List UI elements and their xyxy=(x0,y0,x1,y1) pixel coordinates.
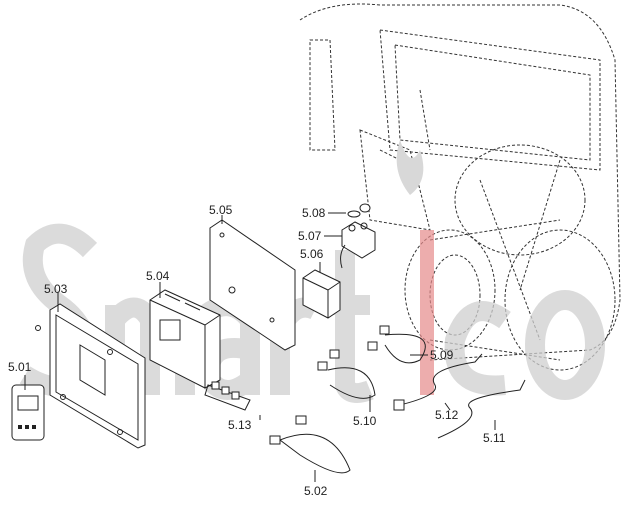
part-5-01-display xyxy=(11,384,45,441)
part-5-11-cable xyxy=(437,379,526,439)
part-5-07-ignition-unit xyxy=(340,221,376,269)
leader-lines xyxy=(24,212,496,482)
part-5-12-cable xyxy=(399,353,483,406)
watermark-letter-c xyxy=(444,301,511,396)
label-5-11: 5.11 xyxy=(483,431,506,445)
label-5-07: 5.07 xyxy=(298,229,322,243)
flame-logo-icon xyxy=(396,140,424,195)
label-5-04: 5.04 xyxy=(146,269,170,283)
label-5-10: 5.10 xyxy=(353,414,377,428)
watermark-letter-t xyxy=(325,250,374,404)
label-5-09: 5.09 xyxy=(430,348,454,362)
label-5-13: 5.13 xyxy=(228,418,252,432)
part-5-10-cable xyxy=(327,367,376,399)
watermark-letter-o xyxy=(525,290,605,400)
part-5-06-transformer xyxy=(302,269,341,319)
watermark-accent-bar xyxy=(420,230,434,395)
part-5-04-controller xyxy=(149,289,221,389)
label-5-01: 5.01 xyxy=(8,360,32,374)
cables xyxy=(269,325,526,474)
label-5-05: 5.05 xyxy=(209,203,233,217)
part-5-03-panel xyxy=(35,303,146,449)
part-5-08-washers xyxy=(347,203,371,218)
part-5-05-mounting-plate xyxy=(209,219,296,351)
part-5-09-cable xyxy=(384,333,426,364)
part-labels: 5.01 5.02 5.03 5.04 5.05 5.06 5.07 5.08 … xyxy=(8,203,506,498)
part-5-02-cable xyxy=(278,433,351,474)
label-5-08: 5.08 xyxy=(302,206,326,220)
label-5-02: 5.02 xyxy=(304,484,328,498)
label-5-12: 5.12 xyxy=(435,408,459,422)
label-5-03: 5.03 xyxy=(44,282,68,296)
label-5-06: 5.06 xyxy=(300,247,324,261)
part-5-13-connectors xyxy=(204,381,251,411)
